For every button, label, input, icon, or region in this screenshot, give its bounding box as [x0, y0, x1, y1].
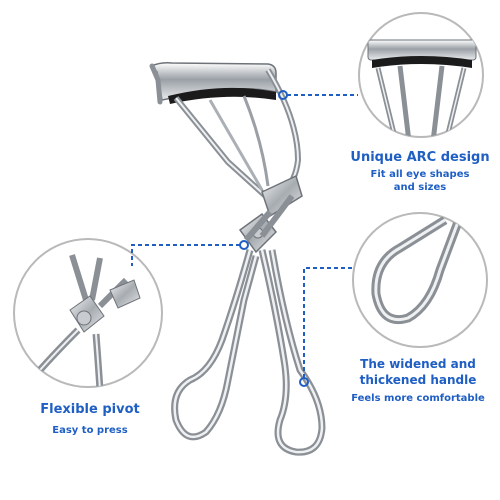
feature-handle-subtitle: Feels more comfortable	[351, 393, 485, 404]
callout-arc-design	[278, 12, 484, 138]
feature-pivot: Flexible pivot Easy to press	[15, 402, 165, 436]
feature-handle-title-2: thickened handle	[359, 373, 477, 387]
feature-handle: The widened and thickened handle Feels m…	[338, 357, 498, 404]
feature-pivot-title: Flexible pivot	[40, 402, 140, 417]
feature-pivot-subtitle: Easy to press	[52, 425, 128, 436]
feature-arc-subtitle-2: and sizes	[393, 182, 447, 193]
feature-handle-title-1: The widened and	[360, 357, 476, 371]
eyelash-curler	[149, 62, 326, 456]
feature-arc-title: Unique ARC design	[350, 150, 490, 165]
callout-handle	[299, 212, 488, 387]
feature-arc-subtitle-1: Fit all eye shapes	[370, 169, 470, 180]
feature-arc: Unique ARC design Fit all eye shapes and…	[345, 150, 495, 193]
callout-pivot	[13, 238, 249, 388]
